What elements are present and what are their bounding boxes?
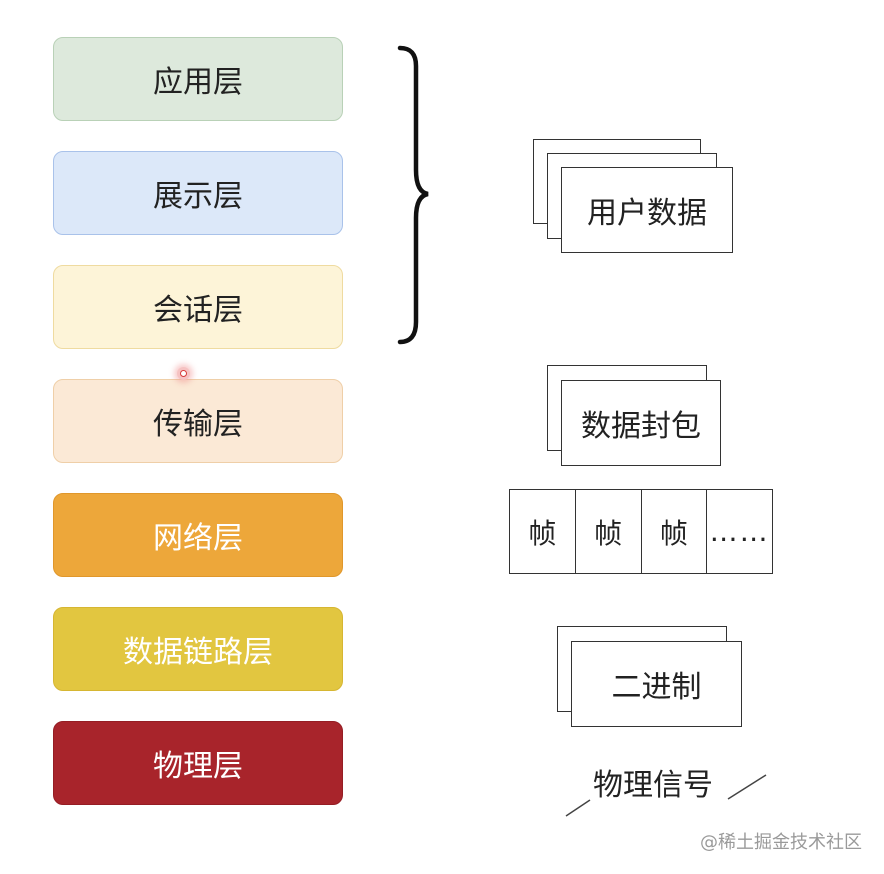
layer-label: 传输层 <box>153 407 243 442</box>
binary-card-front <box>571 641 742 727</box>
layer-label: 物理层 <box>153 749 243 784</box>
cursor-pointer-icon <box>177 367 190 380</box>
layer-label: 会话层 <box>153 293 243 328</box>
signal-line-right <box>727 774 767 800</box>
curly-brace-icon <box>397 45 429 345</box>
layer-presentation: 展示层 <box>53 151 343 235</box>
user-data-card-front <box>561 167 733 253</box>
frame-cell: 帧 <box>510 490 576 573</box>
layer-label: 数据链路层 <box>123 635 273 670</box>
frame-ellipsis: …… <box>709 515 770 548</box>
layer-session: 会话层 <box>53 265 343 349</box>
layer-label: 应用层 <box>153 65 243 100</box>
layer-label: 网络层 <box>153 521 243 556</box>
layer-physical: 物理层 <box>53 721 343 805</box>
packet-label: 数据封包 <box>581 409 701 444</box>
signal-line-left <box>565 799 591 817</box>
watermark: @稀土掘金技术社区 <box>700 832 862 853</box>
layer-network: 网络层 <box>53 493 343 577</box>
layer-data-link: 数据链路层 <box>53 607 343 691</box>
physical-signal-label: 物理信号 <box>593 768 713 803</box>
binary-label: 二进制 <box>611 670 702 705</box>
frame-cell: 帧 <box>642 490 708 573</box>
layer-transport: 传输层 <box>53 379 343 463</box>
user-data-label: 用户数据 <box>587 196 707 231</box>
layer-application: 应用层 <box>53 37 343 121</box>
frames-row: 帧 帧 帧 …… <box>509 489 773 574</box>
frame-cell: 帧 <box>576 490 642 573</box>
layer-label: 展示层 <box>153 179 243 214</box>
packet-card-front <box>561 380 721 466</box>
